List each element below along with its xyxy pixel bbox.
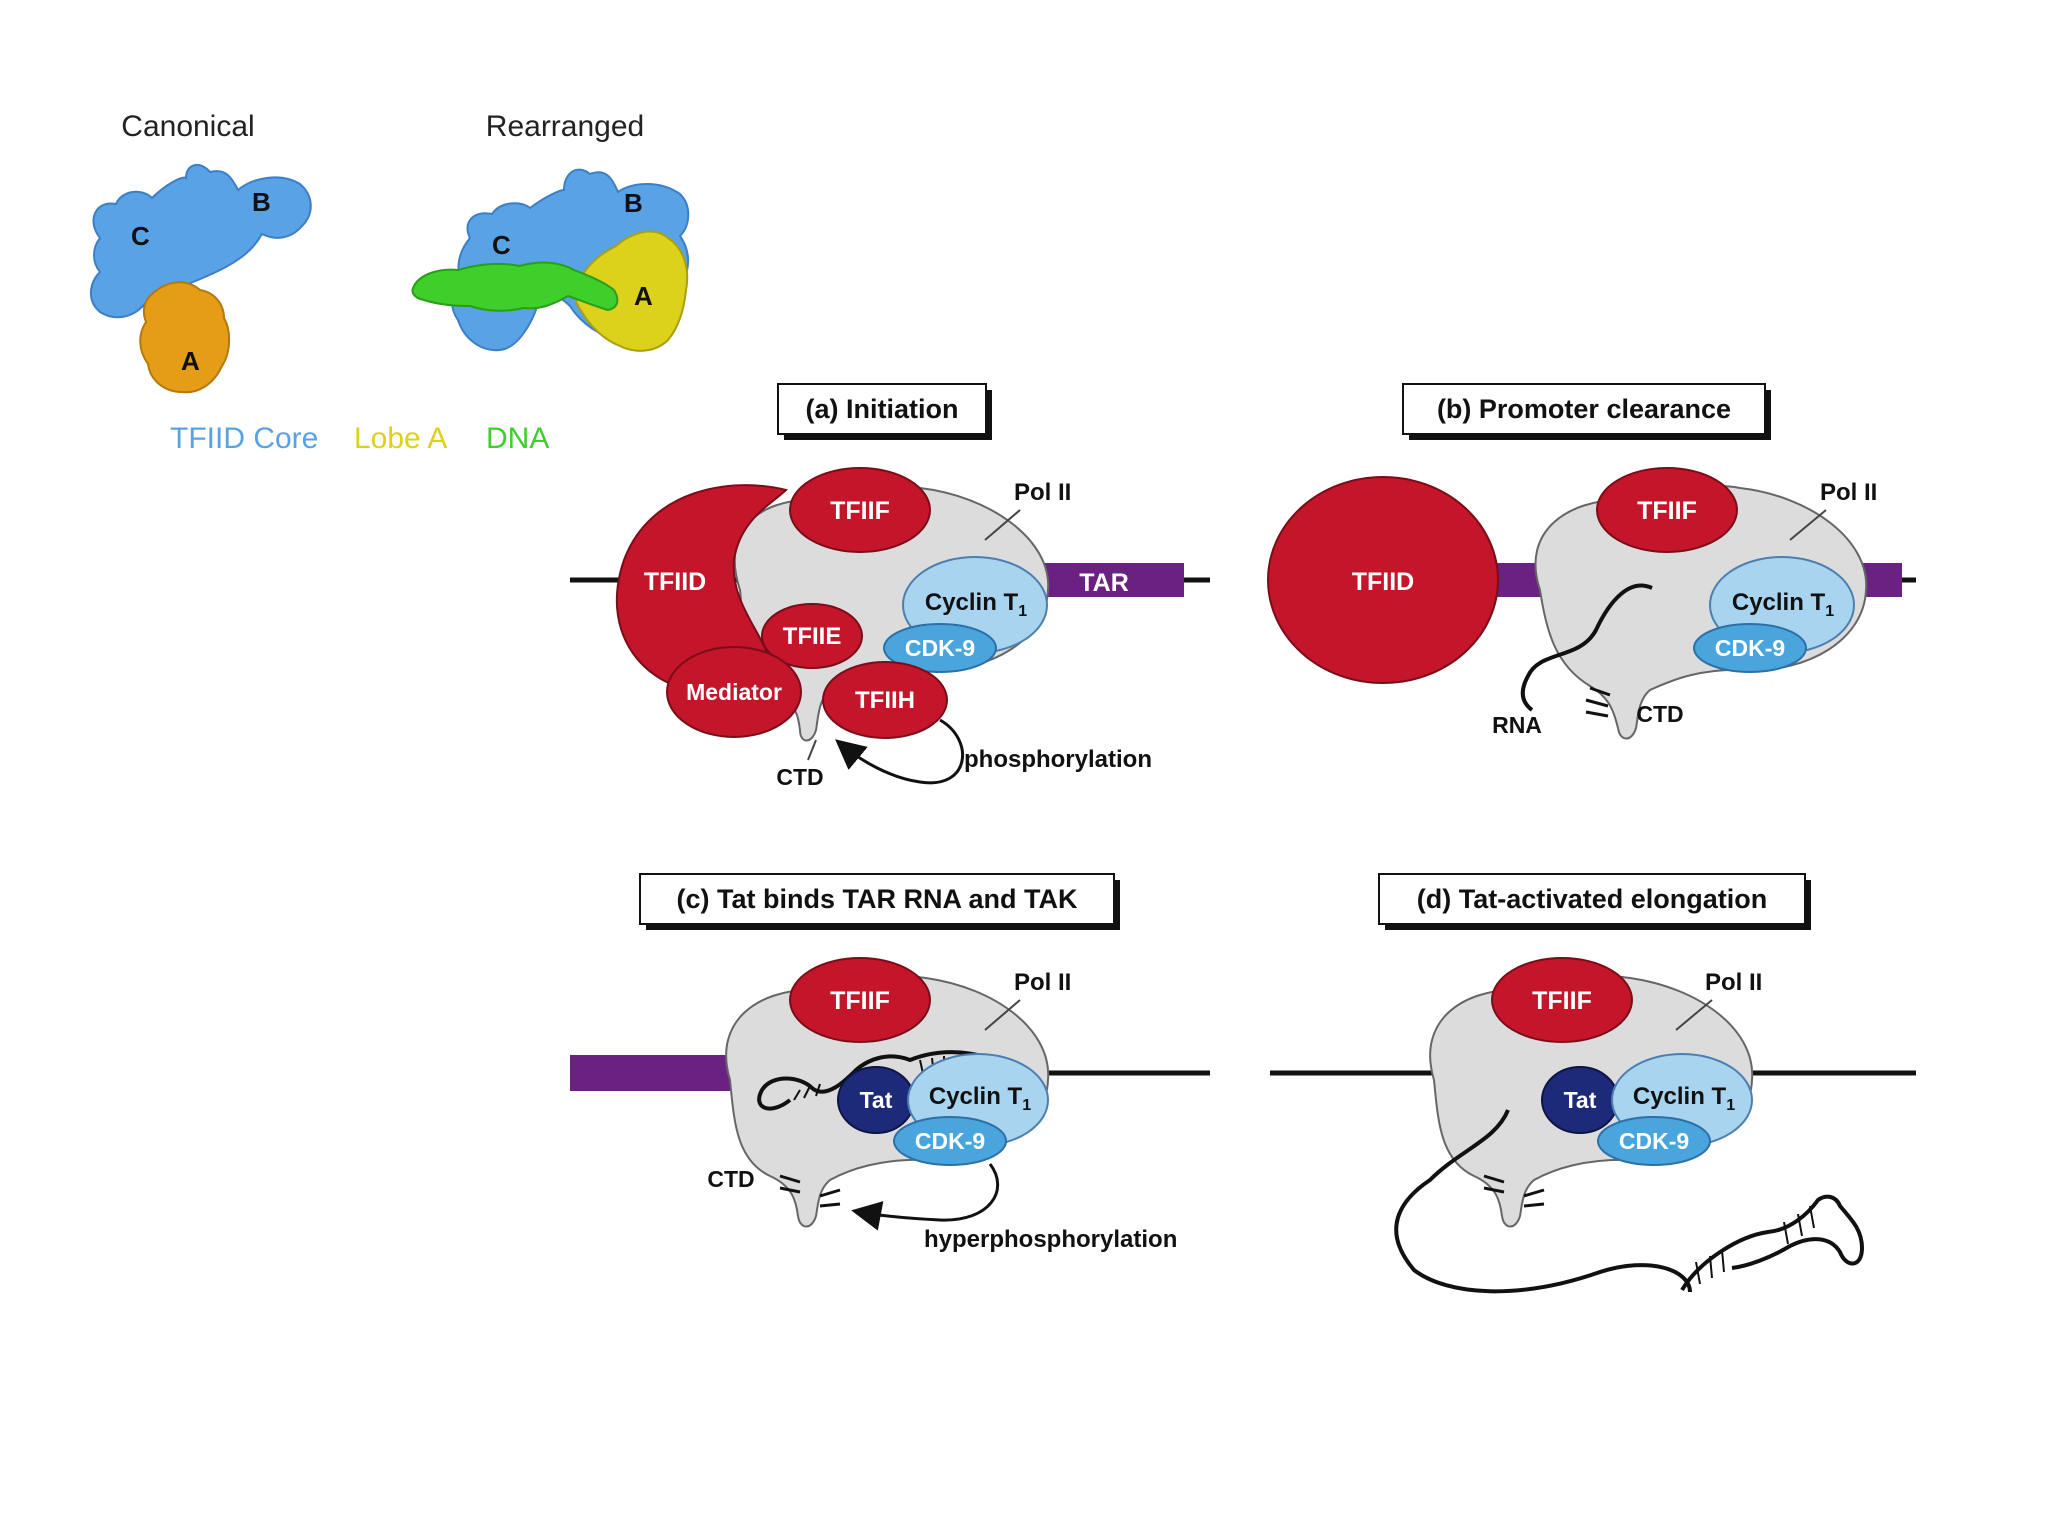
rearranged-label-b: B [624, 188, 643, 218]
panel-c-tfiif [789, 957, 931, 1043]
panel-d-title: (d) Tat-activated elongation [1417, 884, 1768, 914]
panel-c-ctd-label: CTD [707, 1166, 754, 1192]
panel-b-tfiif-label: TFIIF [1637, 497, 1697, 525]
panel-c-process-label: hyperphosphorylation [924, 1226, 1177, 1253]
panel-c-cdk9-label: CDK-9 [915, 1128, 985, 1154]
panel-c-phosphates [779, 1174, 841, 1208]
panel-b-phosphates [1585, 686, 1611, 718]
panel-c-purple-block [570, 1055, 730, 1091]
panel-b-cdk9 [1693, 623, 1807, 673]
panel-a-cyclin-label: Cyclin T1 [925, 589, 1027, 620]
panel-a-title: (a) Initiation [806, 394, 959, 424]
panel-d: (d) Tat-activated elongation Pol II TFII… [1270, 873, 1916, 1294]
panel-a-mediator [666, 646, 802, 738]
panel-c-cyclin-label: Cyclin T1 [929, 1083, 1031, 1114]
panel-d-title-box [1378, 873, 1806, 925]
panel-d-hairpin-bars [1695, 1205, 1815, 1285]
panel-b-rna-strand [1520, 583, 1653, 712]
panel-b-rna-label: RNA [1492, 712, 1542, 738]
panel-a-tfiid-label: TFIID [644, 568, 707, 596]
panel-c-pol-pointer [984, 999, 1021, 1031]
panel-b-pol-label: Pol II [1820, 479, 1877, 506]
panel-a-ctd-pointer [807, 739, 817, 761]
panel-d-tar-hairpin [1680, 1194, 1865, 1292]
rearranged-model: Rearranged C B A [411, 110, 690, 352]
panel-d-cdk9 [1597, 1116, 1711, 1166]
panel-d-pol-pointer [1675, 999, 1713, 1031]
panel-c-title: (c) Tat binds TAR RNA and TAK [677, 884, 1078, 914]
panel-b-cyclin-label: Cyclin T1 [1732, 589, 1834, 620]
panel-b-pol-pointer [1789, 509, 1827, 541]
panel-a-process-label: phosphorylation [964, 746, 1152, 773]
panel-d-cyclin-label: Cyclin T1 [1633, 1083, 1735, 1114]
panel-b-cdk9-label: CDK-9 [1715, 635, 1785, 661]
rearranged-dna-shape [411, 261, 619, 312]
panel-a-pol-pointer [984, 509, 1021, 541]
panel-a-mediator-label: Mediator [686, 679, 782, 705]
panel-c: (c) Tat binds TAR RNA and TAK Pol II TFI… [570, 873, 1210, 1253]
legend-core: TFIID Core [170, 422, 318, 455]
panel-a-tfiih-label: TFIIH [855, 687, 915, 714]
canonical-label-a: A [181, 346, 200, 376]
panel-d-tat-label: Tat [1564, 1087, 1597, 1113]
panel-d-phosphates [1483, 1174, 1545, 1208]
canonical-lobe-a-shape [139, 281, 230, 394]
panel-d-tfiif [1491, 957, 1633, 1043]
panel-a-tar-label: TAR [1079, 569, 1129, 597]
panel-b: (b) Promoter clearance TFIID Pol II TFII… [1267, 383, 1916, 740]
rearranged-label-c: C [492, 230, 511, 260]
panel-d-cdk9-label: CDK-9 [1619, 1128, 1689, 1154]
panel-b-ctd-label: CTD [1636, 701, 1683, 727]
panel-c-title-box [639, 873, 1115, 925]
panel-c-cdk9 [893, 1116, 1007, 1166]
panel-b-tfiif [1596, 467, 1738, 553]
canonical-model: Canonical C B A [90, 110, 312, 394]
panel-a-tfiif [789, 467, 931, 553]
panel-a-cdk9 [883, 623, 997, 673]
panel-c-pol-label: Pol II [1014, 969, 1071, 996]
panel-a-tfiie-label: TFIIE [783, 623, 842, 650]
panel-a-tfiih [822, 661, 948, 739]
canonical-core-shape [90, 163, 312, 319]
panel-a-ctd-label: CTD [776, 764, 823, 790]
rearranged-label-a: A [634, 281, 653, 311]
molecule-legend: TFIID Core Lobe A DNA [170, 422, 549, 455]
panel-a-tfiie [761, 603, 863, 669]
panel-d-tfiif-label: TFIIF [1532, 987, 1592, 1015]
panel-b-tfiid [1267, 476, 1499, 684]
panel-d-pol-label: Pol II [1705, 969, 1762, 996]
panel-c-hyperphosphorylation-arrow [851, 1163, 1000, 1231]
legend-lobe: Lobe A [354, 422, 447, 455]
panel-a-tfiif-label: TFIIF [830, 497, 890, 525]
panel-b-title: (b) Promoter clearance [1437, 394, 1731, 424]
panel-d-rna-strand [1394, 1109, 1692, 1294]
canonical-title: Canonical [121, 110, 254, 143]
canonical-label-c: C [131, 221, 150, 251]
panel-a-cdk9-label: CDK-9 [905, 635, 975, 661]
legend-dna: DNA [486, 422, 549, 455]
rearranged-title: Rearranged [486, 110, 644, 143]
panel-a-phosphorylation-arrow [835, 718, 965, 785]
panel-b-title-box [1402, 383, 1766, 435]
panel-a: (a) Initiation TAR Pol II TFIID TFIIF Cy… [570, 383, 1210, 790]
panel-c-tat-label: Tat [860, 1087, 893, 1113]
panel-c-tfiif-label: TFIIF [830, 987, 890, 1015]
panel-b-tfiid-label: TFIID [1352, 568, 1415, 596]
canonical-label-b: B [252, 187, 271, 217]
panel-a-title-box [777, 383, 987, 435]
panel-a-pol-label: Pol II [1014, 479, 1071, 506]
panel-a-tar-box [1042, 563, 1184, 597]
